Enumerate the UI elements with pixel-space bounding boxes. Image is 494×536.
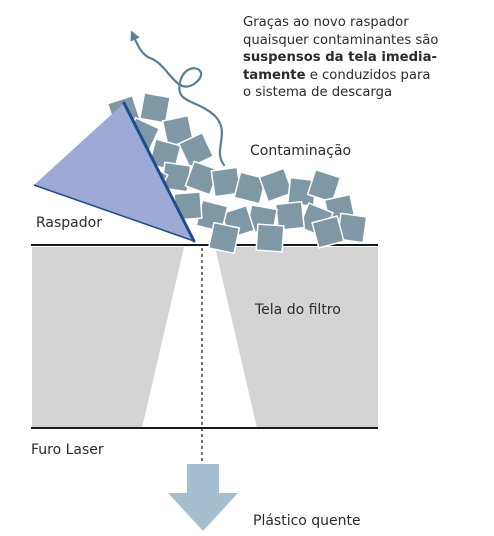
description-line-1: Graças ao novo raspador — [243, 15, 409, 30]
contaminant-particle — [306, 168, 342, 204]
description-line-5: o sistema de descarga — [243, 85, 393, 100]
description-line-4-bold: tamente — [243, 67, 306, 83]
contaminant-particle — [274, 200, 306, 232]
scraper-bottom-edge — [33, 184, 195, 242]
scraper-edge — [122, 101, 196, 243]
contaminant-particle — [233, 171, 267, 205]
description-line-4-rest: e conduzidos para — [305, 67, 431, 83]
hot-plastic-arrow — [168, 464, 238, 531]
filter-screen-right — [215, 247, 378, 428]
label-filter-screen: Tela do filtro — [255, 302, 341, 318]
contaminant-particle — [255, 223, 285, 253]
contaminant-particle — [139, 92, 171, 124]
filter-screen-left — [32, 247, 184, 428]
curl-arrow-icon — [130, 30, 226, 167]
description-text: Graças ao novo raspador quaisquer contam… — [243, 14, 493, 102]
label-hot-plastic: Plástico quente — [253, 513, 361, 529]
contaminant-particle — [207, 221, 241, 255]
contaminant-particle — [177, 131, 215, 169]
label-scraper: Raspador — [36, 215, 102, 231]
label-laser-hole: Furo Laser — [31, 442, 104, 458]
scraper-blade — [34, 103, 194, 241]
description-line-2: quaisquer contaminantes são — [243, 32, 439, 48]
contaminant-particle — [311, 215, 345, 249]
label-contamination: Contaminação — [250, 143, 352, 159]
contaminant-particle — [258, 167, 294, 203]
description-line-3: suspensos da tela imedia- — [243, 50, 437, 65]
